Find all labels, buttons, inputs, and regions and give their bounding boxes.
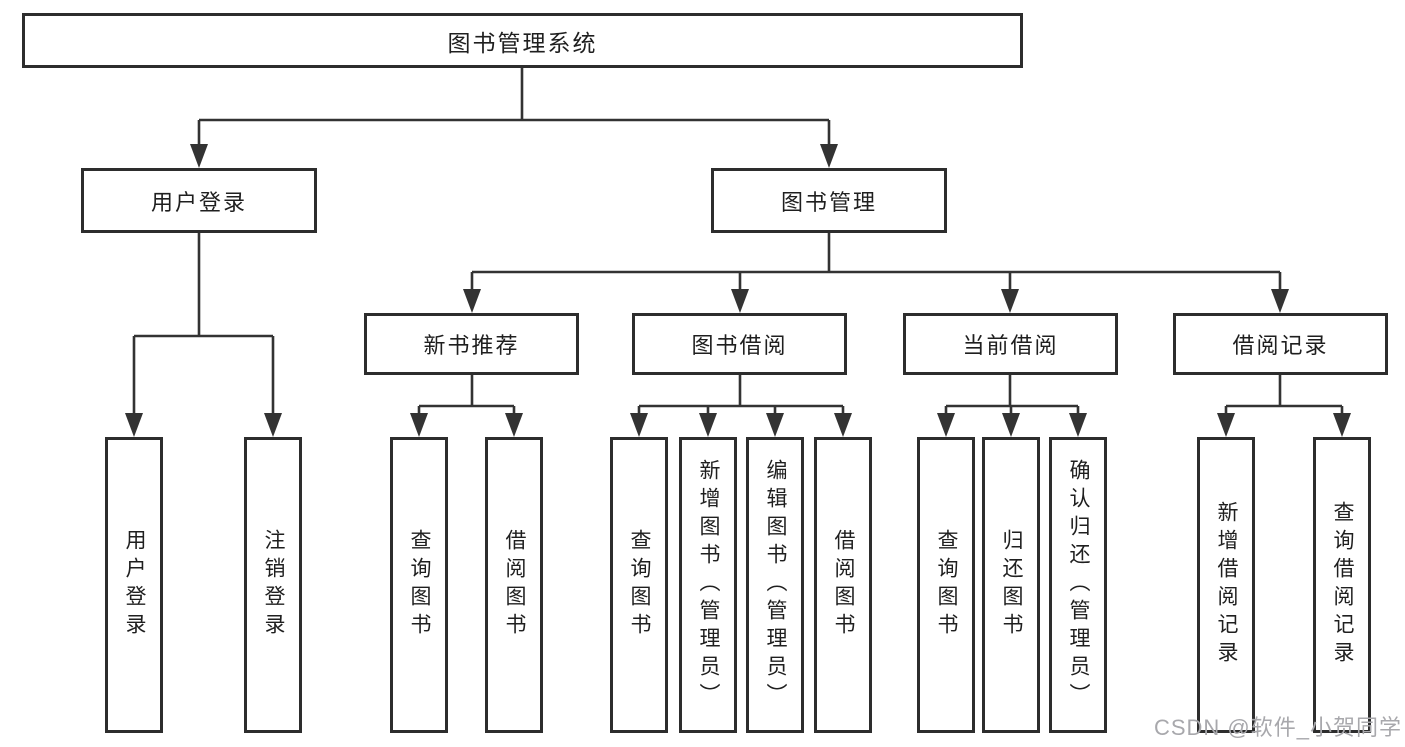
leaf-current-query-book: 查询图书 [917, 437, 975, 733]
leaf-recommend-query-book: 查询图书 [390, 437, 448, 733]
node-user-login: 用户登录 [81, 168, 317, 233]
leaf-borrowing-add-book-admin: 新增图书（管理员） [679, 437, 737, 733]
watermark: CSDN @软件_小贺同学 [1153, 715, 1402, 740]
node-new-book-recommendation: 新书推荐 [364, 313, 579, 375]
leaf-borrowing-query-book: 查询图书 [610, 437, 668, 733]
leaf-recommend-borrow-book: 借阅图书 [485, 437, 543, 733]
leaf-user-login: 用户登录 [105, 437, 163, 733]
node-borrowing-records: 借阅记录 [1173, 313, 1388, 375]
leaf-records-query-record: 查询借阅记录 [1313, 437, 1371, 733]
node-library-management-system: 图书管理系统 [22, 13, 1023, 68]
leaf-records-add-record: 新增借阅记录 [1197, 437, 1255, 733]
leaf-borrowing-borrow-book: 借阅图书 [814, 437, 872, 733]
leaf-logout: 注销登录 [244, 437, 302, 733]
leaf-current-confirm-return-admin: 确认归还（管理员） [1049, 437, 1107, 733]
leaf-current-return-book: 归还图书 [982, 437, 1040, 733]
node-current-borrowing: 当前借阅 [903, 313, 1118, 375]
leaf-borrowing-edit-book-admin: 编辑图书（管理员） [746, 437, 804, 733]
node-book-management: 图书管理 [711, 168, 947, 233]
node-book-borrowing: 图书借阅 [632, 313, 847, 375]
